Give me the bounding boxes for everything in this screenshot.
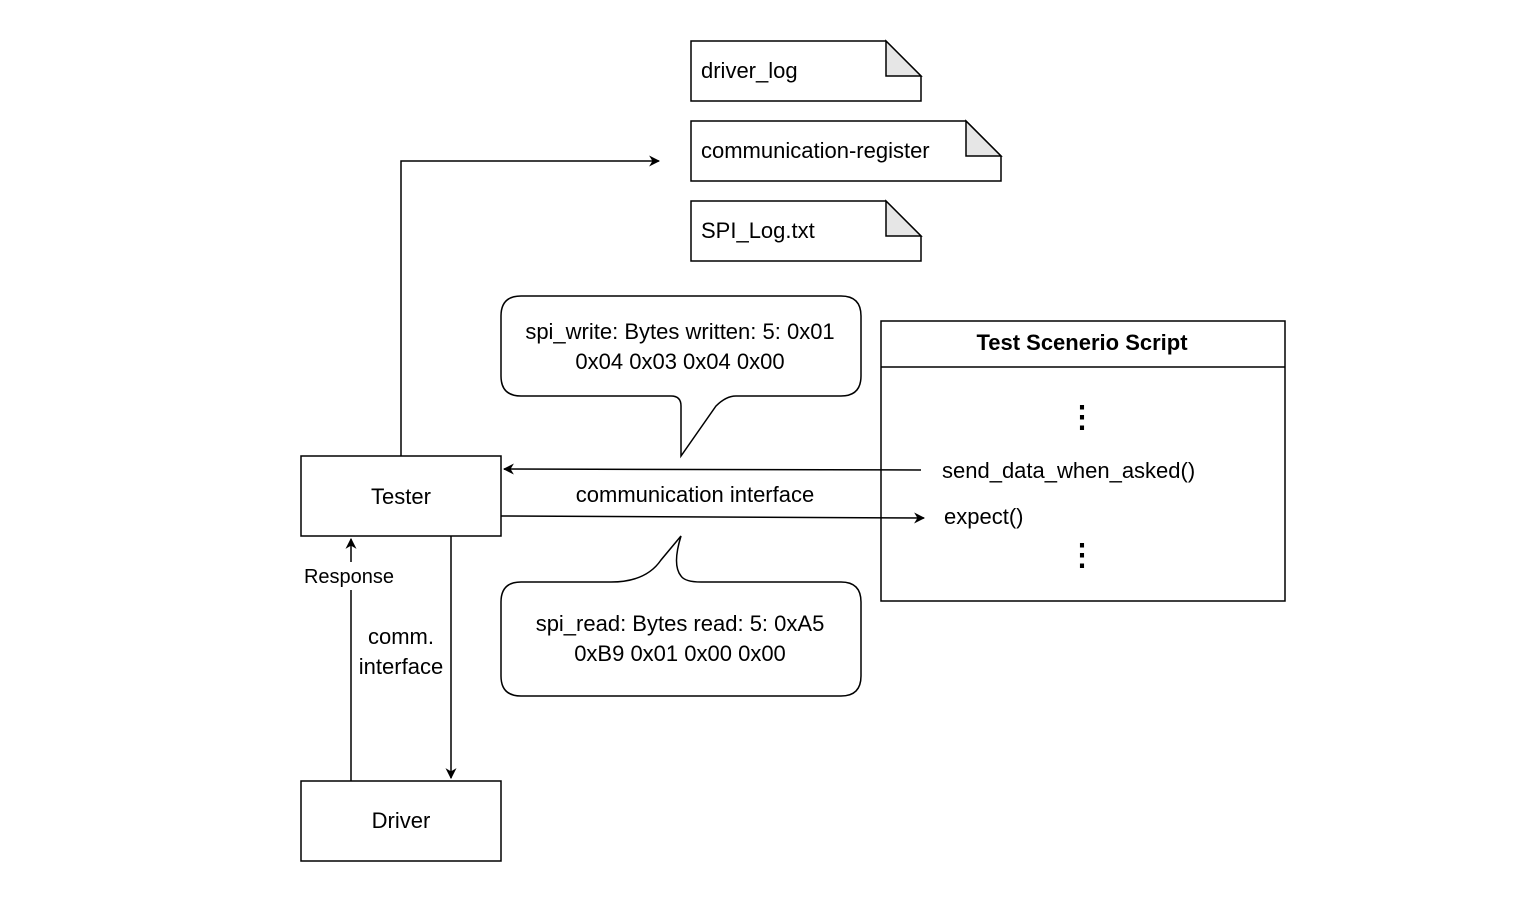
comm-interface-label-line1: comm. [368, 624, 434, 649]
file-driver-log[interactable]: driver_log [690, 39, 923, 102]
file-driver-log-label: driver_log [701, 58, 798, 83]
callout-spi-write[interactable]: spi_write: Bytes written: 5: 0x01 0x04 0… [500, 295, 862, 459]
expect-function: expect() [944, 504, 1023, 529]
comm-interface-label-line2: interface [359, 654, 443, 679]
callout-spi-write-line2: 0x04 0x03 0x04 0x00 [575, 349, 784, 374]
file-spi-log-label: SPI_Log.txt [701, 218, 815, 243]
callout-spi-read-line2: 0xB9 0x01 0x00 0x00 [574, 641, 786, 666]
callout-spi-read[interactable]: spi_read: Bytes read: 5: 0xA5 0xB9 0x01 … [500, 535, 862, 697]
file-communication-register-label: communication-register [701, 138, 930, 163]
ellipsis-top-icon: ⋮ [1067, 401, 1097, 434]
driver-node[interactable]: Driver [300, 780, 502, 862]
callout-spi-read-line1: spi_read: Bytes read: 5: 0xA5 [536, 611, 825, 636]
driver-label: Driver [372, 808, 431, 833]
send-data-function: send_data_when_asked() [942, 458, 1195, 483]
response-label: Response [304, 566, 394, 588]
file-spi-log[interactable]: SPI_Log.txt [690, 199, 923, 262]
send-data-to-tester-arrow[interactable] [502, 463, 922, 475]
callout-spi-write-line1: spi_write: Bytes written: 5: 0x01 [525, 319, 834, 344]
script-title: Test Scenerio Script [976, 330, 1188, 355]
file-fold-icon [885, 199, 923, 237]
file-fold-icon [965, 119, 1003, 157]
response-label-bg [298, 562, 402, 590]
tester-node[interactable]: Tester [300, 455, 502, 537]
comm-label-bg [353, 621, 449, 683]
tester-to-files-arrow[interactable] [400, 155, 661, 456]
tester-to-expect-arrow[interactable] [500, 512, 926, 524]
test-scenario-script-box[interactable]: Test Scenerio Script ⋮ send_data_when_as… [880, 320, 1286, 602]
communication-interface-label: communication interface [576, 482, 814, 507]
ellipsis-bottom-icon: ⋮ [1067, 539, 1097, 572]
tester-label: Tester [371, 484, 431, 509]
file-communication-register[interactable]: communication-register [690, 119, 1003, 182]
file-fold-icon [885, 39, 923, 77]
